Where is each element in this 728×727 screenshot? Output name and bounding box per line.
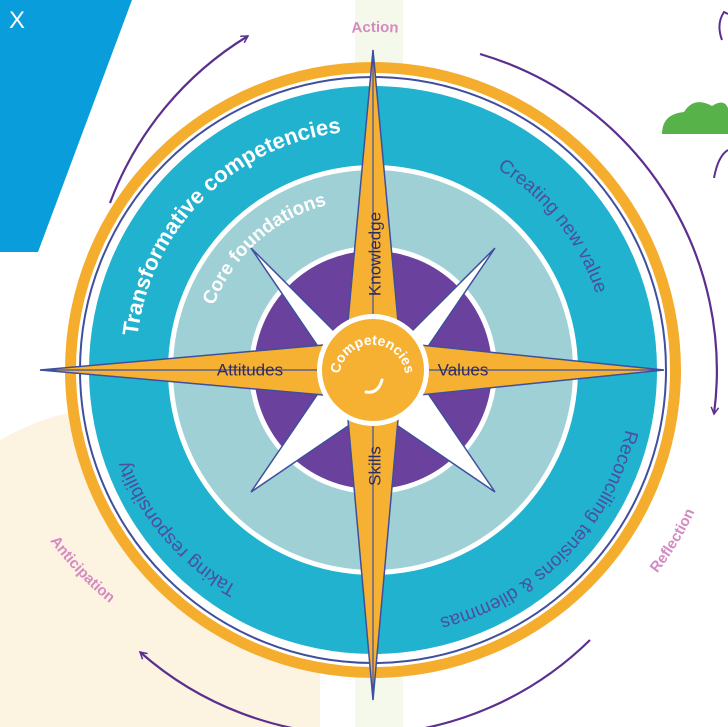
tree-outline-icon-lower [713,149,728,179]
label-attitudes: Attitudes [217,360,283,379]
corner-panel [0,0,132,252]
cycle-label-action: Action [351,19,399,37]
center-hub [322,319,424,421]
label-knowledge: Knowledge [365,212,384,296]
label-values: Values [438,360,489,379]
cycle-arrow-bottom [140,639,591,727]
cycle-arrow-top-left [108,35,248,204]
close-button[interactable]: X [8,7,25,34]
cloud-icon [662,102,728,134]
cycle-label-reflection: Reflection [647,506,699,576]
center-swirl-icon [364,378,384,394]
tree-outline-icon [718,10,728,41]
label-skills: Skills [365,446,384,486]
cycle-arrow-right [479,52,717,414]
